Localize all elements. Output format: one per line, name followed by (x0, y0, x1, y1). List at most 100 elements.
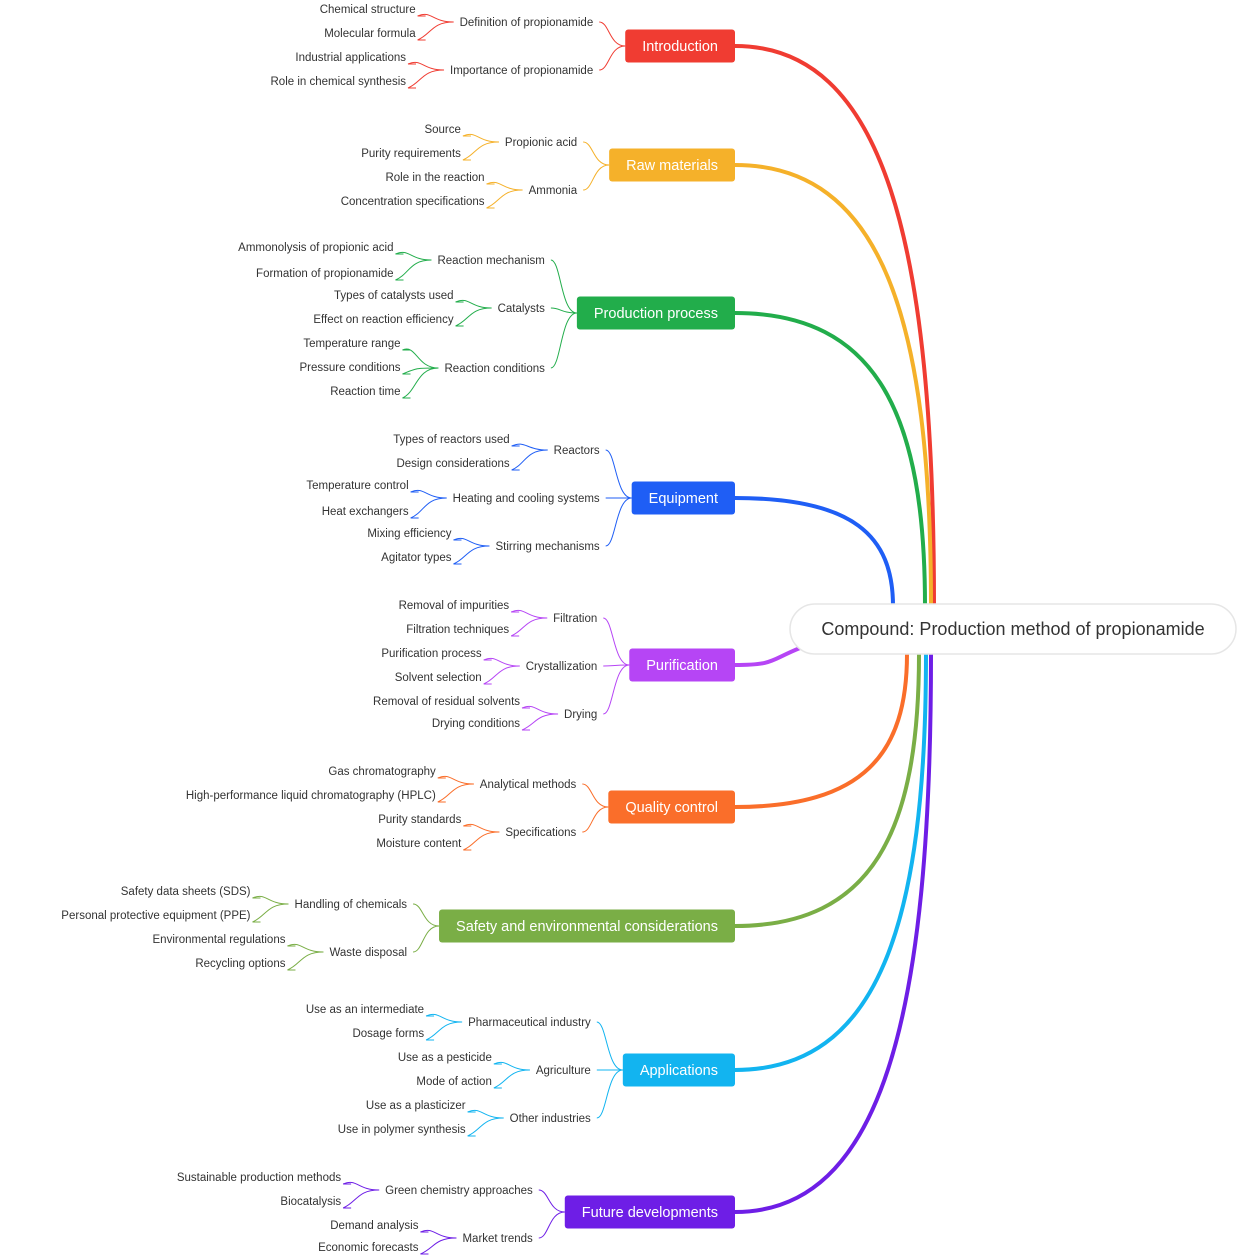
leaf-connector-agitator-types (453, 545, 490, 565)
leaf-connector-dosage-forms (425, 1021, 463, 1041)
leaf-node-use-as-a-pesticide[interactable]: Use as a pesticide (398, 1052, 492, 1064)
leaf-node-solvent-selection[interactable]: Solvent selection (395, 672, 482, 684)
sub-node-green-chemistry-approaches[interactable]: Green chemistry approaches (385, 1185, 533, 1197)
leaf-node-reaction-time[interactable]: Reaction time (330, 386, 400, 398)
leaf-node-chemical-structure[interactable]: Chemical structure (320, 4, 416, 16)
branch-node-quality-control[interactable]: Quality control (608, 790, 735, 824)
sub-node-agriculture[interactable]: Agriculture (536, 1065, 591, 1077)
leaf-node-sustainable-production-methods[interactable]: Sustainable production methods (177, 1172, 342, 1184)
sub-connector-reactors (605, 449, 632, 499)
branch-node-future-developments[interactable]: Future developments (564, 1195, 735, 1229)
leaf-node-use-in-polymer-synthesis[interactable]: Use in polymer synthesis (338, 1124, 466, 1136)
sub-node-waste-disposal[interactable]: Waste disposal (329, 947, 407, 959)
branch-node-introduction[interactable]: Introduction (625, 29, 735, 63)
leaf-node-role-in-the-reaction[interactable]: Role in the reaction (385, 172, 484, 184)
sub-node-handling-of-chemicals[interactable]: Handling of chemicals (295, 899, 408, 911)
sub-node-analytical-methods[interactable]: Analytical methods (480, 779, 577, 791)
leaf-node-biocatalysis[interactable]: Biocatalysis (280, 1196, 341, 1208)
sub-node-crystallization[interactable]: Crystallization (526, 661, 598, 673)
leaf-node-effect-on-reaction-efficiency[interactable]: Effect on reaction efficiency (313, 314, 453, 326)
leaf-connector-temperature-control (410, 489, 447, 499)
branch-node-purification[interactable]: Purification (629, 648, 735, 682)
sub-node-heating-and-cooling-systems[interactable]: Heating and cooling systems (453, 493, 600, 505)
leaf-node-moisture-content[interactable]: Moisture content (376, 838, 462, 850)
leaf-node-source[interactable]: Source (424, 124, 460, 136)
leaf-node-concentration-specifications[interactable]: Concentration specifications (341, 196, 485, 208)
leaf-node-drying-conditions[interactable]: Drying conditions (432, 718, 520, 730)
sub-node-drying[interactable]: Drying (564, 709, 597, 721)
leaf-node-personal-protective-equipment-ppe[interactable]: Personal protective equipment (PPE) (61, 910, 250, 922)
leaf-connector-purification-process (483, 657, 520, 667)
leaf-node-design-considerations[interactable]: Design considerations (396, 458, 509, 470)
sub-node-reaction-conditions[interactable]: Reaction conditions (445, 363, 546, 375)
leaf-node-role-in-chemical-synthesis[interactable]: Role in chemical synthesis (271, 76, 407, 88)
sub-node-pharmaceutical-industry[interactable]: Pharmaceutical industry (468, 1017, 591, 1029)
leaf-node-gas-chromatography[interactable]: Gas chromatography (328, 766, 436, 778)
sub-node-filtration[interactable]: Filtration (553, 613, 597, 625)
leaf-node-high-performance-liquid-chromatography-hplc[interactable]: High-performance liquid chromatography (… (186, 790, 436, 802)
leaf-node-economic-forecasts[interactable]: Economic forecasts (318, 1242, 419, 1254)
leaf-node-use-as-an-intermediate[interactable]: Use as an intermediate (306, 1004, 424, 1016)
leaf-node-temperature-range[interactable]: Temperature range (303, 338, 400, 350)
branch-label: Purification (646, 658, 718, 674)
sub-node-market-trends[interactable]: Market trends (462, 1233, 533, 1245)
sub-node-label: Filtration (553, 613, 597, 625)
leaf-connector-biocatalysis (342, 1189, 380, 1209)
sub-node-label: Waste disposal (329, 947, 407, 959)
leaf-node-industrial-applications[interactable]: Industrial applications (295, 52, 406, 64)
root-node[interactable]: Compound: Production method of propionam… (789, 603, 1237, 655)
leaf-node-heat-exchangers[interactable]: Heat exchangers (322, 506, 409, 518)
sub-node-label: Reaction mechanism (437, 255, 544, 267)
leaf-node-environmental-regulations[interactable]: Environmental regulations (153, 934, 286, 946)
sub-node-other-industries[interactable]: Other industries (510, 1113, 591, 1125)
sub-node-ammonia[interactable]: Ammonia (529, 185, 578, 197)
branch-node-safety-and-environmental-considerations[interactable]: Safety and environmental considerations (439, 909, 735, 943)
leaf-node-types-of-reactors-used[interactable]: Types of reactors used (393, 434, 509, 446)
branch-connector-raw-materials (733, 163, 933, 608)
leaf-node-recycling-options[interactable]: Recycling options (195, 958, 285, 970)
leaf-node-formation-of-propionamide[interactable]: Formation of propionamide (256, 268, 393, 280)
sub-node-propionic-acid[interactable]: Propionic acid (505, 137, 577, 149)
sub-node-label: Propionic acid (505, 137, 577, 149)
leaf-node-mixing-efficiency[interactable]: Mixing efficiency (367, 528, 451, 540)
leaf-connector-chemical-structure (417, 13, 454, 23)
leaf-node-mode-of-action[interactable]: Mode of action (416, 1076, 491, 1088)
sub-node-reactors[interactable]: Reactors (554, 445, 600, 457)
leaf-node-removal-of-impurities[interactable]: Removal of impurities (399, 600, 510, 612)
leaf-connector-role-in-chemical-synthesis (407, 69, 445, 89)
sub-connector-reaction-mechanism (550, 259, 578, 314)
leaf-node-purity-requirements[interactable]: Purity requirements (361, 148, 461, 160)
leaf-node-temperature-control[interactable]: Temperature control (306, 480, 408, 492)
sub-node-specifications[interactable]: Specifications (505, 827, 576, 839)
leaf-node-molecular-formula[interactable]: Molecular formula (324, 28, 416, 40)
branch-node-equipment[interactable]: Equipment (631, 481, 735, 515)
leaf-node-demand-analysis[interactable]: Demand analysis (330, 1220, 418, 1232)
leaf-node-ammonolysis-of-propionic-acid[interactable]: Ammonolysis of propionic acid (238, 242, 393, 254)
sub-node-reaction-mechanism[interactable]: Reaction mechanism (437, 255, 544, 267)
sub-node-importance-of-propionamide[interactable]: Importance of propionamide (450, 65, 593, 77)
sub-node-stirring-mechanisms[interactable]: Stirring mechanisms (496, 541, 600, 553)
leaf-connector-types-of-reactors-used (511, 443, 548, 451)
leaf-node-use-as-a-plasticizer[interactable]: Use as a plasticizer (366, 1100, 466, 1112)
leaf-connector-molecular-formula (417, 21, 454, 41)
branch-box (629, 648, 735, 682)
sub-node-catalysts[interactable]: Catalysts (498, 303, 546, 315)
leaf-node-removal-of-residual-solvents[interactable]: Removal of residual solvents (373, 696, 520, 708)
leaf-node-purification-process[interactable]: Purification process (381, 648, 482, 660)
leaf-node-safety-data-sheets-sds[interactable]: Safety data sheets (SDS) (121, 886, 251, 898)
leaf-node-filtration-techniques[interactable]: Filtration techniques (406, 624, 509, 636)
branch-connector-applications (733, 652, 928, 1072)
sub-node-definition-of-propionamide[interactable]: Definition of propionamide (460, 17, 594, 29)
leaf-node-purity-standards[interactable]: Purity standards (378, 814, 461, 826)
leaf-node-pressure-conditions[interactable]: Pressure conditions (300, 362, 401, 374)
leaf-node-dosage-forms[interactable]: Dosage forms (352, 1028, 424, 1040)
sub-connector-other-industries (596, 1069, 623, 1119)
leaf-node-agitator-types[interactable]: Agitator types (381, 552, 452, 564)
sub-connector-catalysts (550, 307, 577, 314)
branch-node-production-process[interactable]: Production process (576, 296, 735, 330)
branch-node-applications[interactable]: Applications (622, 1053, 735, 1087)
branch-node-raw-materials[interactable]: Raw materials (609, 148, 735, 182)
leaf-connector-pressure-conditions (402, 367, 439, 375)
leaf-node-types-of-catalysts-used[interactable]: Types of catalysts used (334, 290, 454, 302)
